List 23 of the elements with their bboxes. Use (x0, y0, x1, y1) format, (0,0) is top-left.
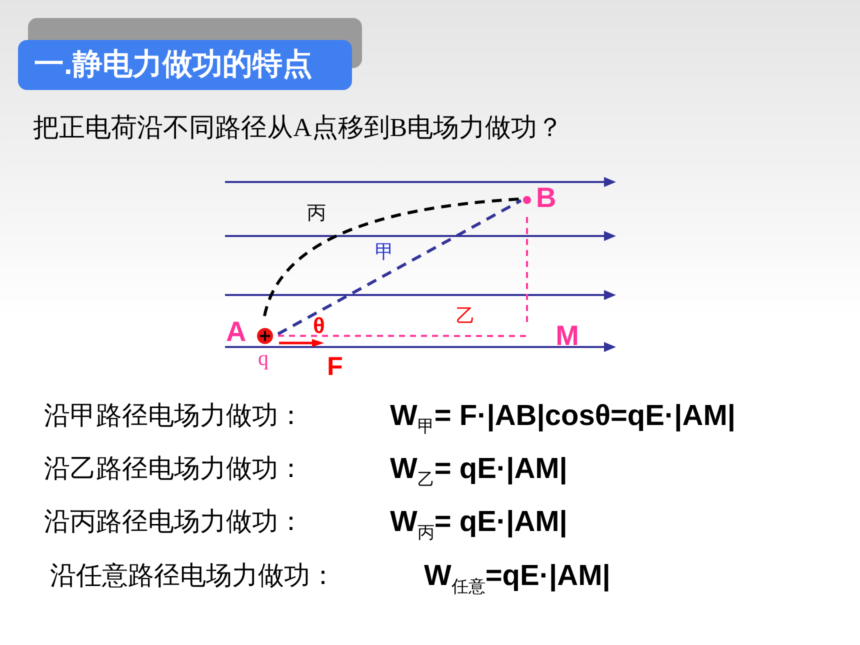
work-statement: 沿丙路径电场力做功： (44, 506, 304, 538)
work-statement: 沿乙路径电场力做功： (44, 453, 304, 485)
path-line (278, 334, 527, 337)
charge-label: q (258, 346, 268, 370)
work-statement: 沿任意路径电场力做功： (50, 560, 336, 592)
angle-label: θ (313, 312, 325, 340)
work-formula: W$_{任意}$=qE·|AM| (424, 559, 610, 598)
question-text: 把正电荷沿不同路径从A点移到B电场力做功？ (33, 112, 564, 144)
work-statement: 沿甲路径电场力做功： (44, 400, 304, 432)
work-formula: W$_{甲}$= F·|AB|cosθ=qE·|AM| (390, 399, 736, 438)
work-formula: W$_{丙}$= qE·|AM| (390, 505, 568, 544)
point-label: A (226, 316, 246, 348)
work-formula: W$_{乙}$= qE·|AM| (390, 452, 568, 491)
path-line (526, 214, 528, 322)
force-label: F (327, 350, 343, 383)
edge-label: 甲 (375, 241, 394, 265)
path-line (277, 199, 522, 336)
edge-label: 丙 (307, 202, 326, 226)
path-line (263, 198, 522, 316)
point-label: B (536, 182, 556, 214)
edge-label: 乙 (456, 305, 475, 329)
point-label: M (556, 320, 579, 352)
title-banner: 一.静电力做功的特点 (18, 40, 352, 90)
